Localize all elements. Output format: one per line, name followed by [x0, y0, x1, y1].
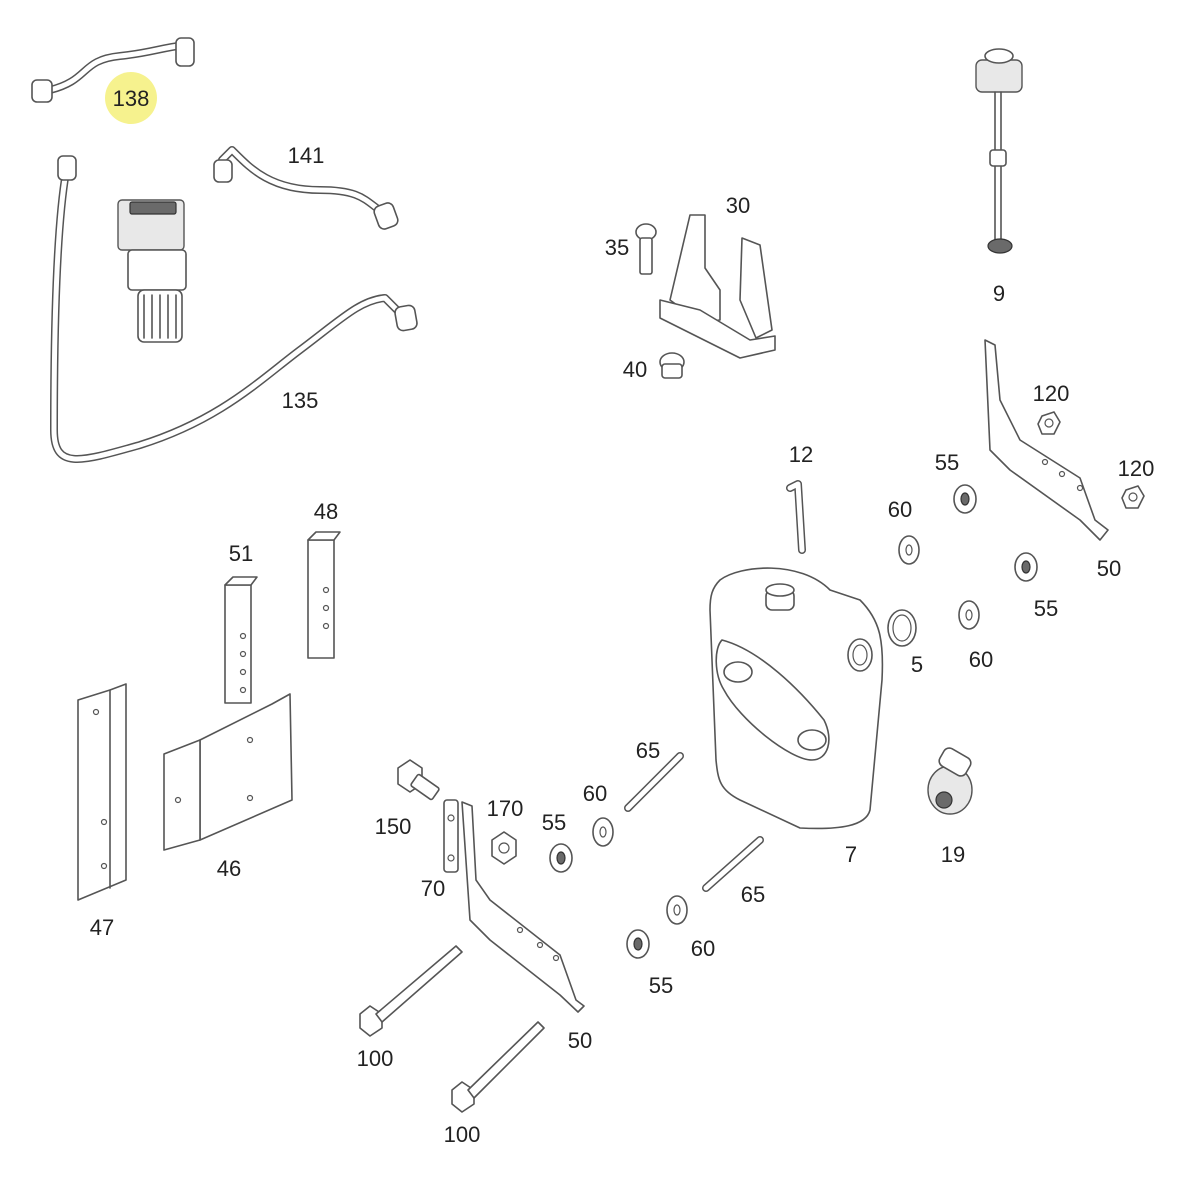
part-7-tank[interactable]	[709, 567, 884, 830]
callout-100-upper[interactable]: 100	[357, 1046, 394, 1071]
callout-120-lower[interactable]: 120	[1118, 456, 1155, 481]
callout-150[interactable]: 150	[375, 814, 412, 839]
part-60-washer-a[interactable]	[898, 535, 920, 565]
part-12-vent-hose[interactable]	[786, 480, 806, 554]
part-50-bracket-upper[interactable]	[984, 339, 1109, 541]
part-100-bolt-lower[interactable]	[451, 1021, 545, 1113]
part-60-washer-d[interactable]	[666, 895, 688, 925]
callout-48[interactable]: 48	[314, 499, 338, 524]
callout-55-c[interactable]: 55	[542, 810, 566, 835]
part-19-fitting[interactable]	[927, 746, 973, 815]
part-120-nut-upper[interactable]	[1037, 411, 1061, 435]
part-48-channel[interactable]	[307, 531, 341, 659]
callout-138[interactable]: 138	[113, 86, 150, 111]
callout-70[interactable]: 70	[421, 876, 445, 901]
part-170-nut[interactable]	[491, 831, 517, 865]
part-55-washer-c[interactable]	[549, 843, 573, 873]
part-55-washer-d[interactable]	[626, 929, 650, 959]
callout-12[interactable]: 12	[789, 442, 813, 467]
part-46-bracket-plate[interactable]	[163, 693, 293, 851]
callout-30[interactable]: 30	[726, 193, 750, 218]
fuel-pump-unit[interactable]	[117, 199, 187, 343]
part-55-washer-a[interactable]	[953, 484, 977, 514]
callout-55-d[interactable]: 55	[649, 973, 673, 998]
callout-5[interactable]: 5	[911, 652, 923, 677]
callout-9[interactable]: 9	[993, 281, 1005, 306]
callout-47[interactable]: 47	[90, 915, 114, 940]
part-35-bolt[interactable]	[635, 223, 657, 275]
part-50-bracket-lower[interactable]	[461, 801, 585, 1013]
part-150-bolt[interactable]	[397, 759, 440, 801]
part-100-bolt-upper[interactable]	[359, 945, 463, 1037]
callout-138-highlight	[105, 72, 157, 124]
callout-40[interactable]: 40	[623, 357, 647, 382]
part-40-grommet[interactable]	[659, 352, 685, 379]
part-135-fuel-line[interactable]	[50, 155, 418, 463]
callout-100-lower[interactable]: 100	[444, 1122, 481, 1147]
part-5-ring[interactable]	[887, 609, 917, 647]
callout-60-b[interactable]: 60	[969, 647, 993, 672]
callout-35[interactable]: 35	[605, 235, 629, 260]
callout-46[interactable]: 46	[217, 856, 241, 881]
callout-135[interactable]: 135	[282, 388, 319, 413]
callout-19[interactable]: 19	[941, 842, 965, 867]
callout-141[interactable]: 141	[288, 143, 325, 168]
part-60-washer-b[interactable]	[958, 600, 980, 630]
part-65-rod-upper[interactable]	[624, 752, 684, 812]
callout-65-upper[interactable]: 65	[636, 738, 660, 763]
part-70-plate[interactable]	[443, 799, 459, 873]
callout-60-d[interactable]: 60	[691, 936, 715, 961]
part-47-angle[interactable]	[77, 683, 127, 901]
part-30-bracket[interactable]	[659, 214, 776, 359]
callout-55-a[interactable]: 55	[935, 450, 959, 475]
part-138-fuel-line[interactable]	[31, 37, 195, 103]
part-120-nut-lower[interactable]	[1121, 485, 1145, 509]
part-55-washer-b[interactable]	[1014, 552, 1038, 582]
callout-50-upper[interactable]: 50	[1097, 556, 1121, 581]
part-65-rod-lower[interactable]	[702, 836, 764, 892]
part-9-level-sensor[interactable]	[975, 48, 1023, 254]
callout-60-c[interactable]: 60	[583, 781, 607, 806]
part-141-fuel-line[interactable]	[213, 146, 400, 231]
callout-60-a[interactable]: 60	[888, 497, 912, 522]
callout-51[interactable]: 51	[229, 541, 253, 566]
callout-50-lower[interactable]: 50	[568, 1028, 592, 1053]
callout-65-lower[interactable]: 65	[741, 882, 765, 907]
callout-7[interactable]: 7	[845, 842, 857, 867]
part-60-washer-c[interactable]	[592, 817, 614, 847]
callout-170[interactable]: 170	[487, 796, 524, 821]
part-51-channel[interactable]	[224, 576, 258, 704]
callout-120-upper[interactable]: 120	[1033, 381, 1070, 406]
callout-55-b[interactable]: 55	[1034, 596, 1058, 621]
